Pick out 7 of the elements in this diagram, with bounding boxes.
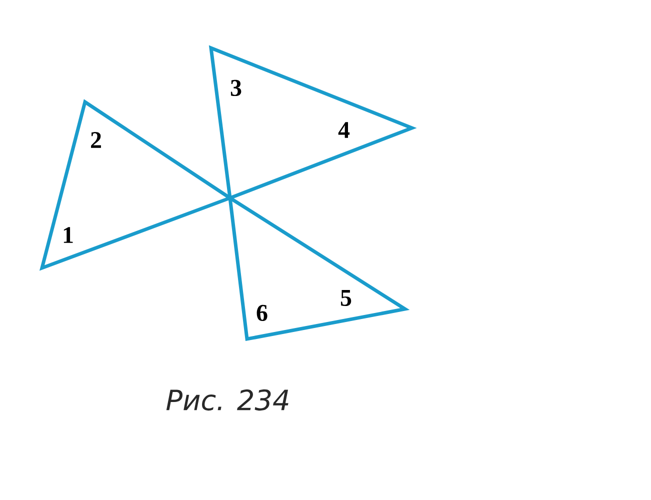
angle-number: 2 [91, 132, 101, 148]
angle-number: 4 [338, 122, 350, 138]
angle-number: 5 [340, 290, 352, 306]
figure-caption: Рис. 234 [166, 389, 288, 411]
angle-number: 3 [230, 80, 242, 96]
angle-number: 6 [256, 304, 268, 322]
angle-number: 1 [64, 227, 73, 243]
